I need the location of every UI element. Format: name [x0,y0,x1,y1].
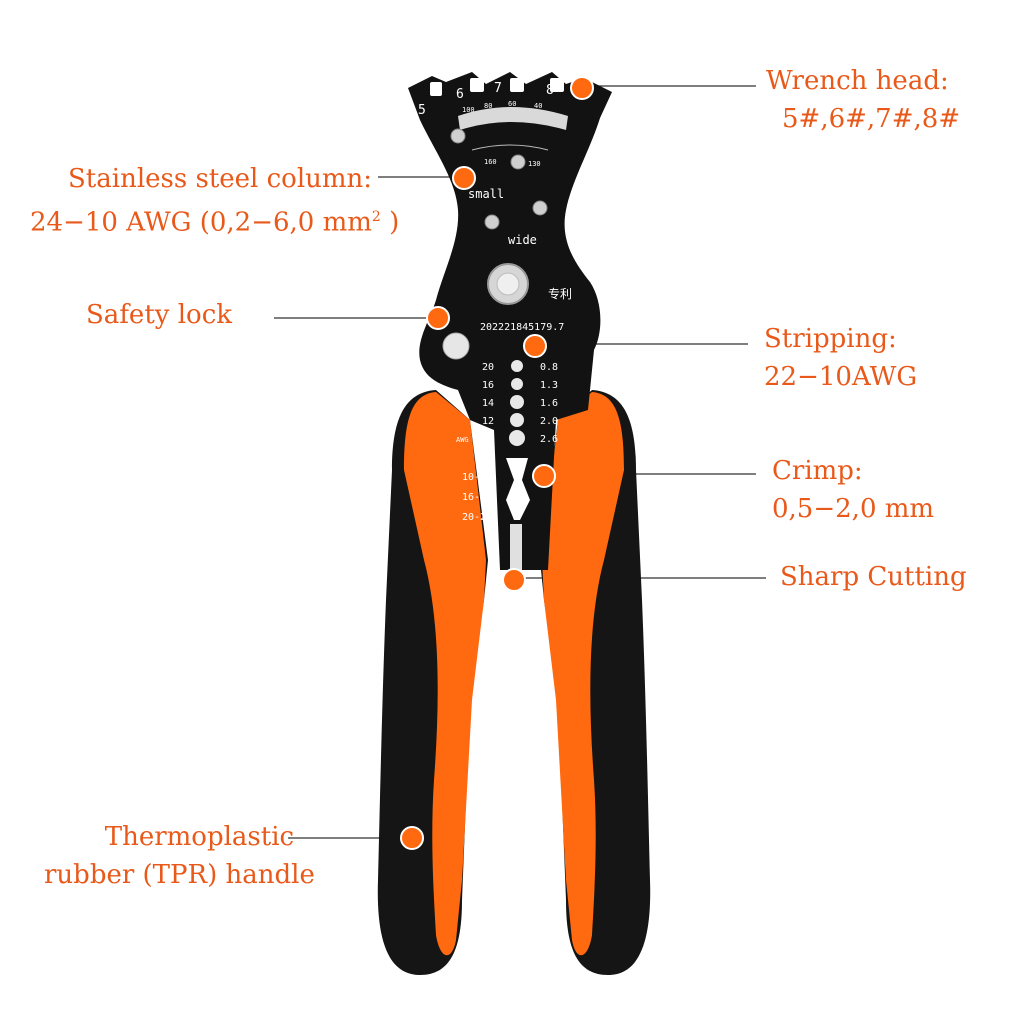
dial-100: 100 [462,106,475,114]
steel-head [408,72,612,570]
steel-body [408,72,612,570]
dot-strip [523,334,547,358]
awg-16: 16 [482,380,494,391]
dot-wrench [570,76,594,100]
dot-steel [452,166,476,190]
strip-line2: 22−10AWG [764,362,918,392]
wrench-line2: 5#,6#,7#,8# [782,104,961,134]
crimp-16-18: 16-18 [462,492,492,503]
awg-14: 14 [482,398,494,409]
cut-line: Sharp Cutting [780,562,967,592]
label-stripping: Stripping: 22−10AWG [764,320,917,396]
steel-line1: Stainless steel column: [68,164,373,194]
tpr-line2: rubber (TPR) handle [44,860,315,890]
label-crimp: Crimp: 0,5−2,0 mm [772,452,934,528]
mm-1-6: 1.6 [540,398,558,409]
dial-160: 160 [484,158,497,166]
label-safety-lock: Safety lock [86,296,232,334]
wrench-size-8: 8 [546,83,554,98]
wide-marking: wide [508,233,537,247]
right-handle [540,390,651,975]
wrench-size-6: 6 [456,87,464,102]
awg-label: AWG [456,436,469,444]
label-wrench-head: Wrench head: 5#,6#,7#,8# [766,62,960,138]
steel-line2-end: ) [380,207,400,238]
safety-lock-knob [442,332,470,360]
crimp-line2: 0,5−2,0 mm [772,494,935,524]
wrench-line1: Wrench head: [766,66,949,96]
crimp-10-14: 10-14 [462,472,492,483]
dot-crimp [532,464,556,488]
crimp-20-22: 20-22 [462,512,492,523]
tool-markings: 5 6 7 8 100 80 60 40 160 130 small wide … [418,81,572,565]
safety-line: Safety lock [86,300,233,330]
awg-20: 20 [482,362,494,373]
steel-line2-sup: 2 [371,209,381,225]
small-marking: small [468,187,504,201]
awg-10: 10 [482,434,494,445]
dial-60: 60 [508,100,516,108]
dial-130: 130 [528,160,541,168]
dot-cut [502,568,526,592]
patent-marking: 专利 [548,286,572,301]
cutter-marking: CUTTER [485,532,495,565]
dial-40: 40 [534,102,542,110]
dot-tpr [400,826,424,850]
steel-line2-main: 24−10 AWG (0,2−6,0 mm [30,207,372,238]
mm-1-3: 1.3 [540,380,558,391]
wrench-size-7: 7 [494,81,502,96]
crimp-line1: Crimp: [772,456,863,486]
label-sharp-cutting: Sharp Cutting [780,558,967,596]
patent-number: 202221845179.7 [480,322,564,333]
mm-0-8: 0.8 [540,362,558,373]
wrench-size-5: 5 [418,103,426,118]
cutter-blade [510,524,522,570]
strip-line1: Stripping: [764,324,897,354]
label-steel-column: Stainless steel column: 24−10 AWG (0,2−6… [30,160,399,242]
awg-12: 12 [482,416,494,427]
gauge-window [458,107,568,130]
dot-safety [426,306,450,330]
steel-line2: 24−10 AWG (0,2−6,0 mm2 ) [30,198,399,242]
tpr-line1: Thermoplastic [104,822,295,852]
label-tpr-handle: Thermoplastic rubber (TPR) handle [44,818,315,894]
dial-80: 80 [484,102,492,110]
mm-2-6: 2.6 [540,434,558,445]
crimp-jaw [506,458,530,520]
stripping-holes [509,360,525,446]
callout-dots [400,76,594,850]
mm-2-0: 2.0 [540,416,558,427]
wrench-notches [430,78,564,96]
